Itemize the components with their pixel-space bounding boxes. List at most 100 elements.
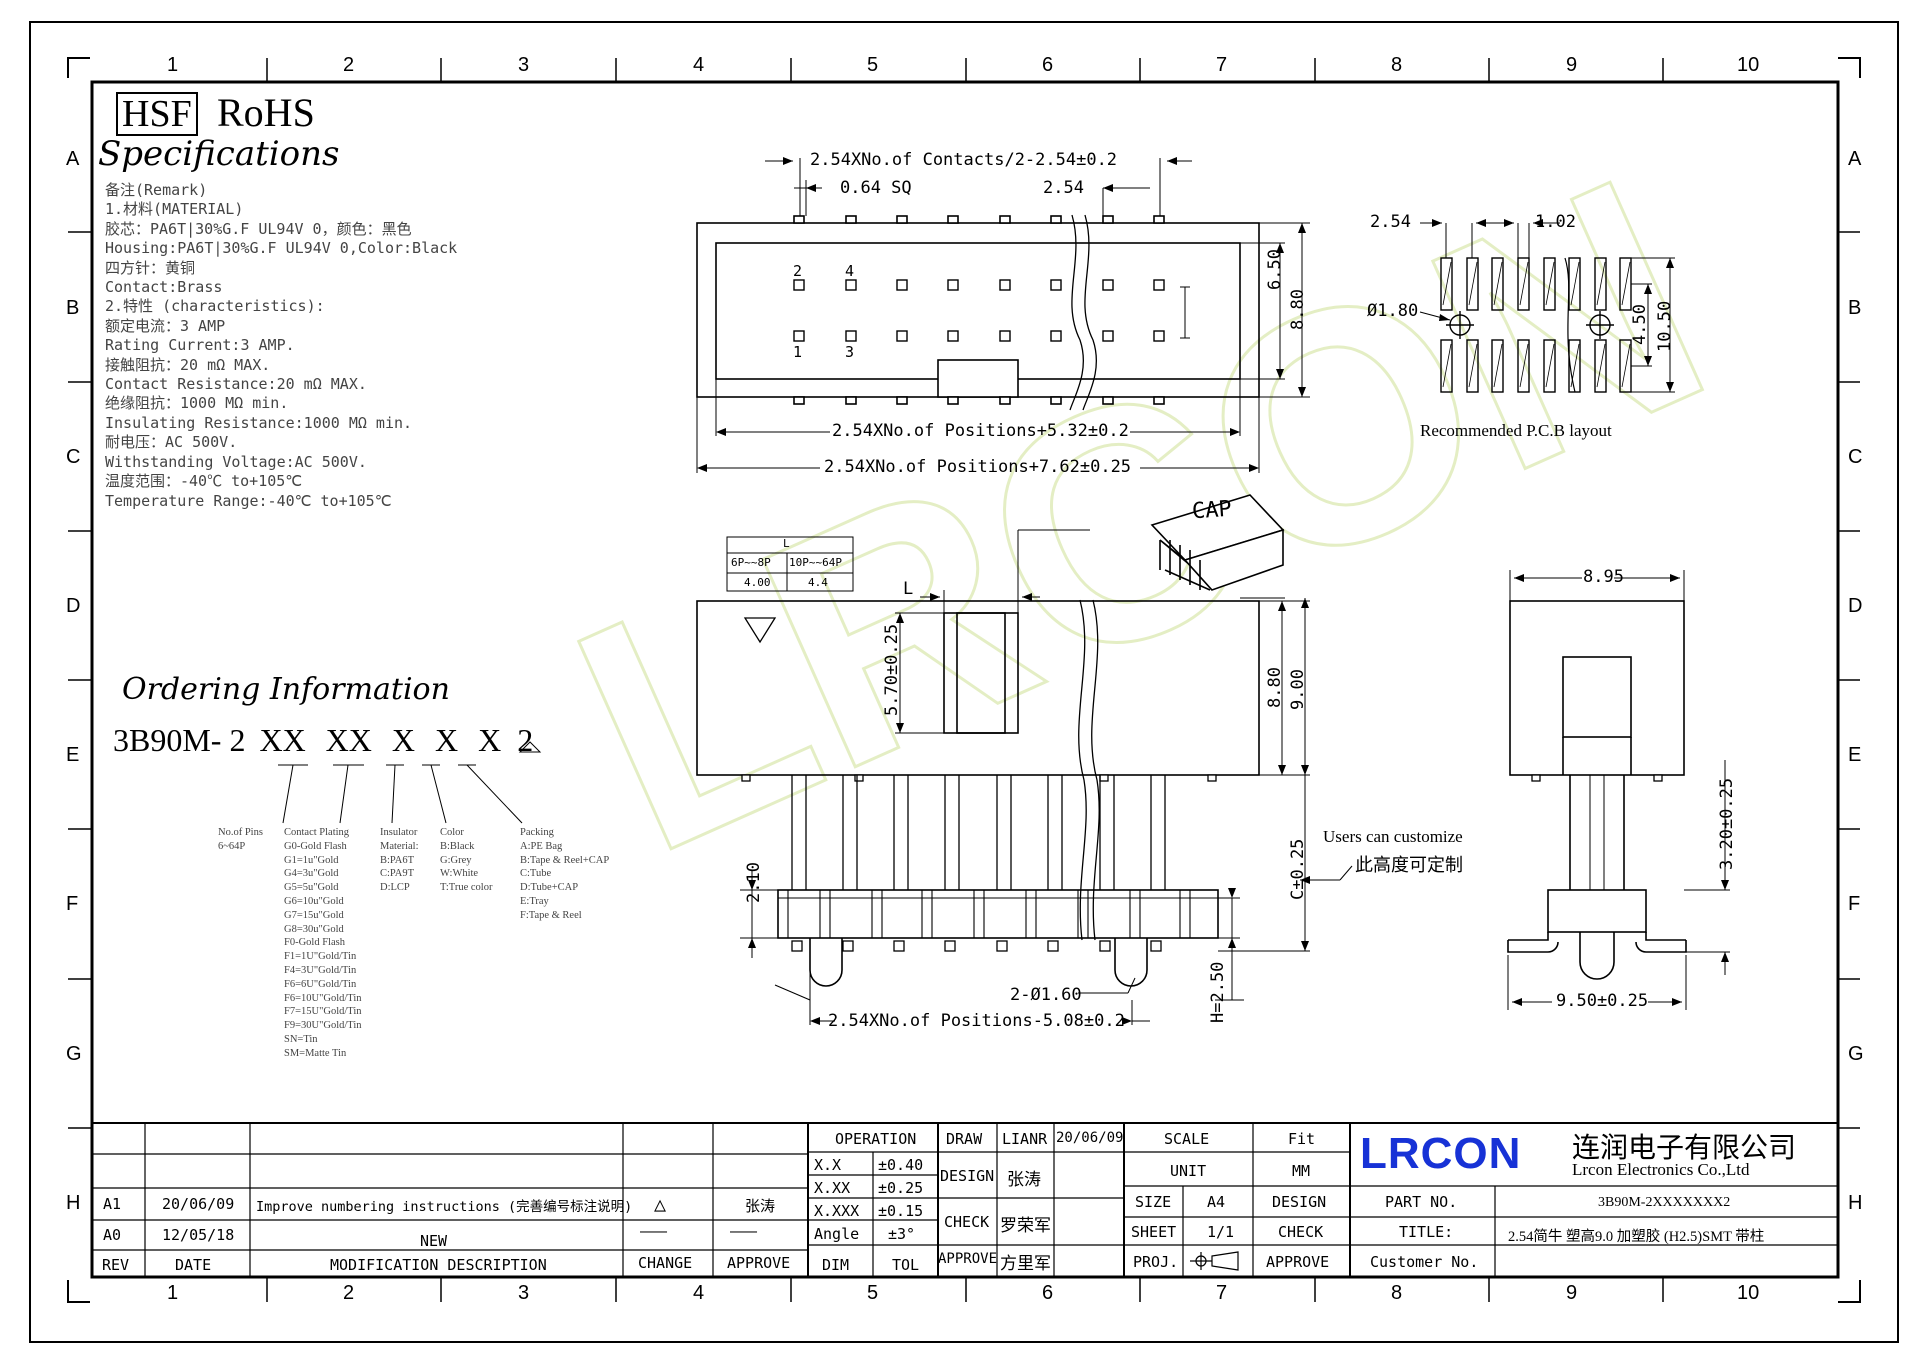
zone-top-5: 5 bbox=[867, 54, 879, 76]
ordering-field-insulator: X bbox=[391, 722, 415, 758]
zone-top-6: 6 bbox=[1042, 54, 1054, 76]
zone-side-f: F bbox=[66, 893, 79, 915]
ordering-pins-col: No.of Pins 6~64P bbox=[218, 826, 263, 854]
rev-a0-desc: NEW bbox=[420, 1232, 448, 1250]
zone-bottom-1: 1 bbox=[167, 1282, 179, 1304]
pin-label-1: 1 bbox=[793, 343, 803, 361]
zone-bottom-2: 2 bbox=[343, 1282, 355, 1304]
ordering-plating-item: F6=6U"Gold/Tin bbox=[284, 978, 357, 990]
date-header: DATE bbox=[175, 1256, 212, 1274]
ordering-prefix: 3B90M- 2 bbox=[113, 722, 246, 758]
specs-list: 备注(Remark) 1.材料(MATERIAL) 胶芯：PA6T|30%G.F… bbox=[105, 181, 457, 511]
tol-xxxx-label: X.XXX bbox=[814, 1202, 860, 1220]
rev-a1-approve: 张涛 bbox=[745, 1197, 776, 1215]
designer-name: 张涛 bbox=[1007, 1170, 1041, 1190]
tol-angle-value: ±3° bbox=[888, 1225, 916, 1243]
ordering-field-color: X bbox=[435, 722, 459, 758]
ordering-suffix: 2 bbox=[517, 722, 534, 758]
ordering-plating-item: G5=5u"Gold bbox=[284, 882, 339, 894]
checker-name: 罗荣军 bbox=[1000, 1216, 1051, 1236]
approver-name: 方里军 bbox=[1000, 1254, 1051, 1274]
zone-side-b: B bbox=[66, 297, 80, 319]
unit-value: MM bbox=[1292, 1162, 1311, 1180]
draw-label: DRAW bbox=[946, 1130, 983, 1148]
hsf-mark: HSF bbox=[116, 92, 198, 136]
dim-320: 3.20±0.25 bbox=[1717, 777, 1737, 870]
zone-top-8: 8 bbox=[1391, 54, 1403, 76]
zone-top-10: 10 bbox=[1737, 54, 1760, 76]
specifications-title: Specifications bbox=[98, 134, 340, 174]
customize-note-en: Users can customize bbox=[1323, 827, 1463, 846]
spec-line: 绝缘阻抗：1000 MΩ min. bbox=[105, 394, 289, 413]
ordering-plating-col: Contact Plating G0-Gold Flash G1=1u"Gold… bbox=[284, 826, 362, 1061]
ordering-color-item: B:Black bbox=[440, 840, 475, 852]
tol-angle-label: Angle bbox=[814, 1225, 860, 1243]
spec-line: 备注(Remark) bbox=[105, 181, 208, 199]
company-logo: LRCON bbox=[1360, 1129, 1522, 1178]
change-header: CHANGE bbox=[638, 1254, 693, 1272]
size-label: SIZE bbox=[1135, 1193, 1172, 1211]
zone-top-9: 9 bbox=[1566, 54, 1578, 76]
zone-side-e: E bbox=[66, 744, 80, 766]
design-label: DESIGN bbox=[940, 1167, 995, 1185]
ordering-color-item: W:White bbox=[440, 868, 479, 880]
l-table-col-1: 6P~~8P bbox=[731, 556, 771, 569]
customer-no-label: Customer No. bbox=[1370, 1253, 1479, 1271]
zone-side-b-right: B bbox=[1848, 297, 1862, 319]
zone-side-a-right: A bbox=[1848, 148, 1862, 170]
dim-880: 8.80 bbox=[1288, 289, 1308, 330]
check2-label: CHECK bbox=[1278, 1223, 1324, 1241]
ordering-plating-item: SN=Tin bbox=[284, 1033, 318, 1045]
zone-top-7: 7 bbox=[1216, 54, 1228, 76]
ordering-plating-item: G8=30u"Gold bbox=[284, 923, 344, 935]
spec-line: Contact:Brass bbox=[105, 278, 223, 297]
modification-header: MODIFICATION DESCRIPTION bbox=[330, 1256, 547, 1274]
scale-value: Fit bbox=[1288, 1130, 1316, 1148]
ordering-pins-label: No.of Pins bbox=[218, 827, 263, 838]
tol-xxxx-value: ±0.15 bbox=[878, 1202, 924, 1220]
zone-side-g: G bbox=[66, 1043, 82, 1065]
ordering-insulator-item: B:PA6T bbox=[380, 854, 415, 866]
unit-label: UNIT bbox=[1170, 1162, 1207, 1180]
ordering-packing-item: B:Tape & Reel+CAP bbox=[520, 854, 610, 866]
ordering-plating-item: F1=1U"Gold/Tin bbox=[284, 951, 357, 963]
dim-650: 6.50 bbox=[1265, 249, 1285, 290]
sheet-value: 1/1 bbox=[1207, 1223, 1235, 1241]
zone-side-d-right: D bbox=[1848, 595, 1863, 617]
ordering-insulator-item: Insulator bbox=[380, 827, 418, 838]
rev-a1: A1 bbox=[103, 1195, 122, 1213]
spec-line: 耐电压：AC 500V. bbox=[105, 433, 238, 452]
pcb-dim-1050: 10.50 bbox=[1655, 300, 1675, 352]
zone-bottom-4: 4 bbox=[693, 1282, 705, 1304]
dim-210: 2.10 bbox=[744, 862, 764, 903]
pcb-dim-pad: 1.02 bbox=[1535, 212, 1576, 232]
spec-line: 胶芯：PA6T|30%G.F UL94V 0，颜色：黑色 bbox=[105, 219, 412, 238]
ordering-plating-item: G1=1u"Gold bbox=[284, 854, 339, 866]
tol-xxx-value: ±0.25 bbox=[878, 1179, 924, 1197]
tol-xxx-label: X.XX bbox=[814, 1179, 851, 1197]
title-value: 2.54简牛 塑高9.0 加塑胶 (H2.5)SMT 带柱 bbox=[1508, 1229, 1765, 1245]
check-label: CHECK bbox=[944, 1213, 990, 1231]
approve-label: APPROVE bbox=[938, 1251, 998, 1267]
ordering-color-item: T:True color bbox=[440, 882, 493, 894]
ordering-field-plating: XX bbox=[325, 722, 372, 758]
rev-a1-date: 20/06/09 bbox=[162, 1195, 235, 1213]
ordering-color-col: Color B:Black G:Grey W:White T:True colo… bbox=[440, 826, 492, 895]
dim-950: 9.50±0.25 bbox=[1556, 991, 1649, 1011]
zone-side-e-right: E bbox=[1848, 744, 1862, 766]
spec-line: Housing:PA6T|30%G.F UL94V 0,Color:Black bbox=[105, 239, 458, 258]
ordering-packing-item: D:Tube+CAP bbox=[520, 882, 579, 894]
dim-front-900: 9.00 bbox=[1288, 669, 1308, 710]
l-table-header: L bbox=[783, 537, 790, 550]
ordering-insulator-col: Insulator Material: B:PA6T C:PA9T D:LCP bbox=[380, 826, 418, 895]
spec-line: 额定电流：3 AMP bbox=[105, 316, 226, 335]
ordering-insulator-item: D:LCP bbox=[380, 882, 410, 894]
spec-line: 2.特性 (characteristics): bbox=[105, 297, 325, 316]
ordering-plating-item: G4=3u"Gold bbox=[284, 868, 339, 880]
ordering-insulator-item: Material: bbox=[380, 840, 419, 852]
ordering-plating-item: G7=15u"Gold bbox=[284, 909, 344, 921]
operation-label: OPERATION bbox=[835, 1130, 917, 1148]
pin-label-4: 4 bbox=[845, 262, 855, 280]
company-name-en: Lrcon Electronics Co.,Ltd bbox=[1572, 1160, 1750, 1179]
